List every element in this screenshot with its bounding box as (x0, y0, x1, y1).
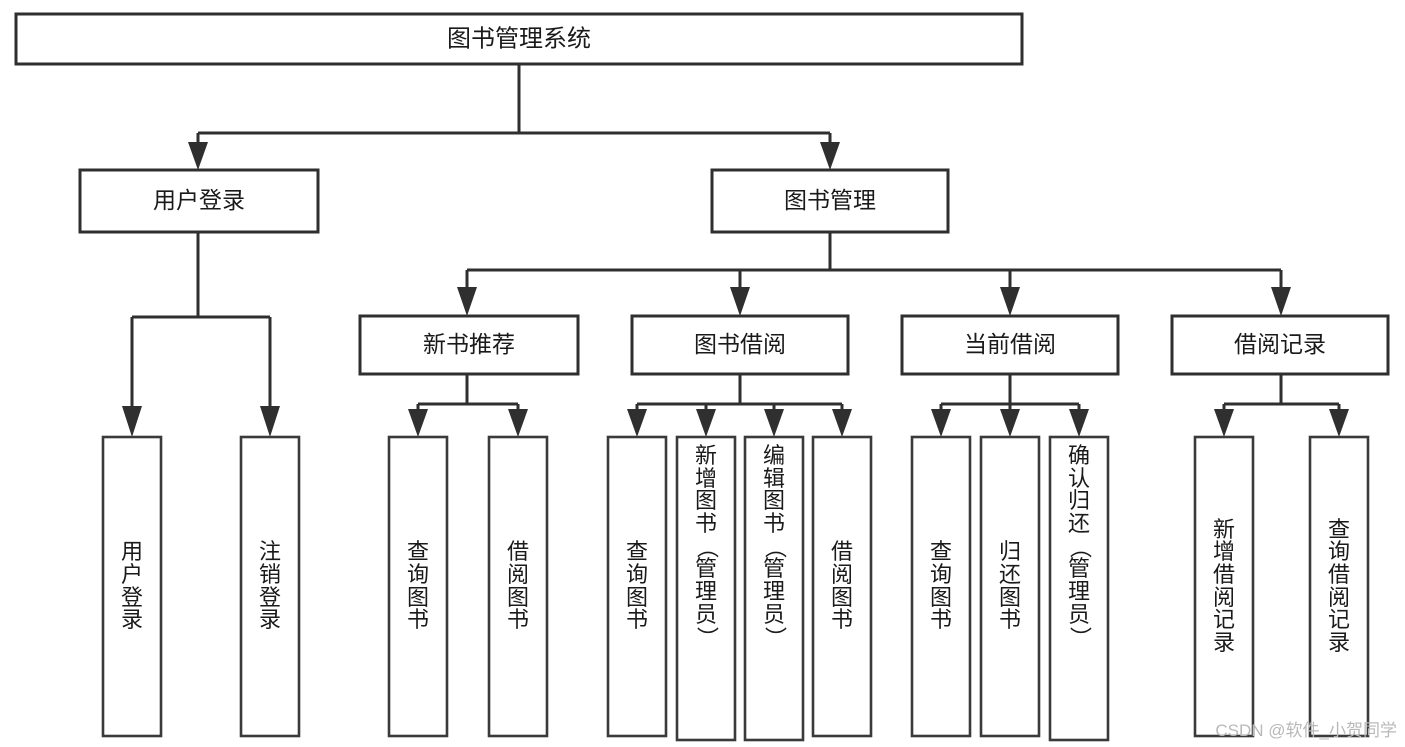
arrowhead-br-add (1214, 409, 1234, 437)
leaf-box-logout[interactable] (239, 435, 301, 738)
leaf-box-br-query-record[interactable] (1308, 435, 1370, 738)
leaf-box-bb-edit-book[interactable] (743, 435, 805, 742)
node-box-root-title[interactable] (14, 12, 1024, 66)
arrowhead-book-manage (820, 142, 840, 170)
node-box-new-book-rec[interactable] (358, 314, 580, 376)
connector-group-new-book-rec (408, 374, 528, 437)
connector-group-user-login (122, 232, 280, 437)
arrowhead-cb-confirm (1069, 409, 1089, 437)
leaf-box-cb-return-book[interactable] (979, 435, 1041, 738)
node-label-root-title: 图书管理系统 (447, 25, 591, 52)
leaf-box-user-login[interactable] (101, 435, 163, 738)
connector-group-root (188, 64, 840, 170)
leaf-box-cb-confirm-return[interactable] (1048, 435, 1110, 742)
node-label-new-book-rec: 新书推荐 (423, 331, 515, 357)
node-label-book-manage: 图书管理 (784, 187, 876, 213)
arrowhead-bb-add (696, 409, 716, 437)
arrowhead-nbr-query (408, 409, 428, 437)
arrowhead-bb-borrow (832, 409, 852, 437)
node-label-borrow-record: 借阅记录 (1234, 331, 1326, 357)
arrowhead-borrow-record (1271, 287, 1291, 316)
connector-group-book-manage (457, 232, 1291, 316)
arrowhead-book-borrow (730, 287, 750, 316)
arrowhead-user-login (188, 142, 208, 170)
arrowhead-current-borrow (1000, 287, 1020, 316)
arrowhead-new-book-rec (457, 287, 477, 316)
leaf-box-nbr-query-book[interactable] (387, 435, 449, 738)
leaf-box-nbr-borrow-book[interactable] (487, 435, 549, 738)
node-box-borrow-record[interactable] (1170, 314, 1390, 376)
leaf-box-bb-borrow-book[interactable] (811, 435, 873, 738)
connector-group-current-borrow (931, 374, 1089, 437)
node-box-book-borrow[interactable] (630, 314, 850, 376)
arrowhead-leaf-logout (260, 406, 280, 437)
node-box-book-manage[interactable] (710, 168, 950, 234)
arrowhead-cb-return (1000, 409, 1020, 437)
node-label-current-borrow: 当前借阅 (964, 331, 1056, 357)
leaf-box-br-add-record[interactable] (1193, 435, 1255, 738)
node-label-book-borrow: 图书借阅 (694, 331, 786, 357)
arrowhead-bb-query (627, 409, 647, 437)
arrowhead-leaf-user-login (122, 406, 142, 437)
arrowhead-cb-query (931, 409, 951, 437)
node-box-user-login[interactable] (78, 168, 320, 234)
leaf-box-bb-query-book[interactable] (606, 435, 668, 738)
leaf-box-bb-add-book[interactable] (675, 435, 737, 742)
arrowhead-br-query (1329, 409, 1349, 437)
node-label-user-login: 用户登录 (153, 187, 245, 213)
connector-group-book-borrow (627, 374, 852, 437)
leaf-box-cb-query-book[interactable] (910, 435, 972, 738)
node-box-current-borrow[interactable] (900, 314, 1120, 376)
arrowhead-nbr-borrow (508, 409, 528, 437)
arrowhead-bb-edit (764, 409, 784, 437)
connector-group-borrow-record (1214, 374, 1349, 437)
